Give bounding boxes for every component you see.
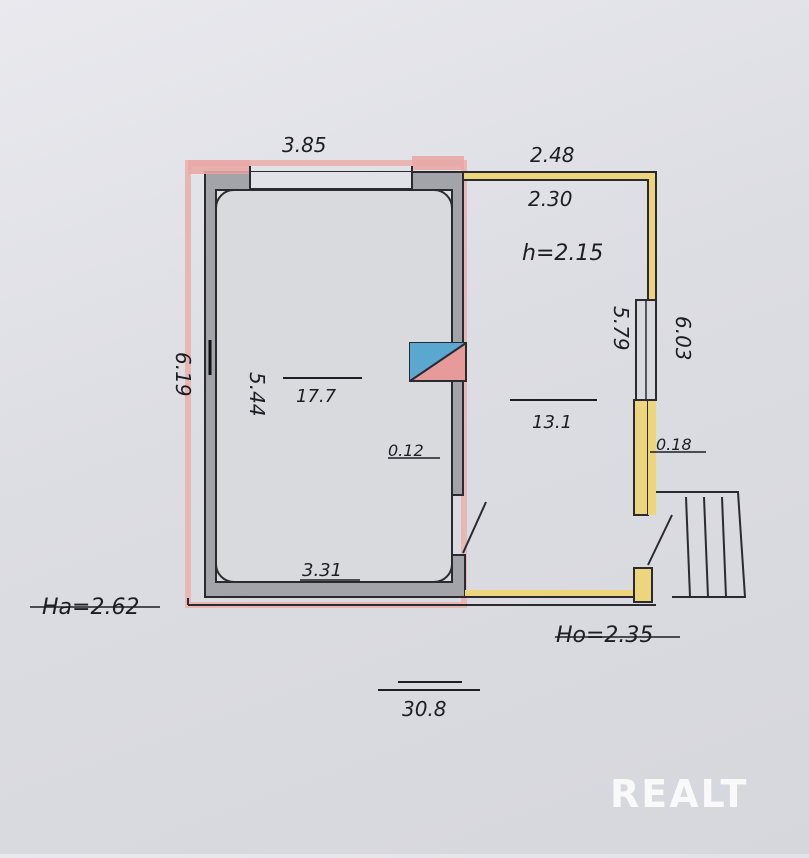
label-bottom-inner-left: 3.31 bbox=[302, 560, 342, 581]
label-top-outer-left: 3.85 bbox=[282, 133, 327, 157]
left-room-inner-outline bbox=[215, 189, 453, 583]
label-inner-left-vertical: 5.44 bbox=[245, 372, 269, 417]
label-height-left-bottom: Ha=2.62 bbox=[42, 595, 139, 620]
left-room-top-right-corner bbox=[412, 156, 464, 170]
stove bbox=[409, 342, 467, 382]
label-inner-right-vertical: 5.79 bbox=[609, 306, 633, 351]
right-room-walls bbox=[462, 171, 657, 603]
realt-watermark: REALT bbox=[610, 772, 749, 816]
label-top-outer-right: 2.48 bbox=[530, 143, 575, 167]
label-outer-left-vertical: 6.19 bbox=[171, 352, 195, 397]
label-height-right-bottom: Ho=2.35 bbox=[556, 623, 653, 648]
top-window bbox=[250, 172, 412, 188]
label-area-left: 17.7 bbox=[296, 386, 337, 407]
inner-door-swing bbox=[462, 501, 487, 554]
entry-door-swing bbox=[647, 514, 673, 566]
label-outer-right-vertical: 6.03 bbox=[671, 316, 695, 361]
label-height-right: h=2.15 bbox=[522, 241, 603, 266]
porch-steps bbox=[656, 491, 747, 598]
label-top-inner-right: 2.30 bbox=[528, 187, 573, 211]
label-partition-thickness: 0.12 bbox=[388, 441, 424, 460]
label-total-area: 30.8 bbox=[402, 697, 447, 721]
label-right-wall-thickness: 0.18 bbox=[656, 435, 692, 454]
label-area-right: 13.1 bbox=[532, 412, 572, 433]
right-wall-window bbox=[635, 299, 657, 401]
left-room-top-left-corner bbox=[188, 160, 250, 174]
